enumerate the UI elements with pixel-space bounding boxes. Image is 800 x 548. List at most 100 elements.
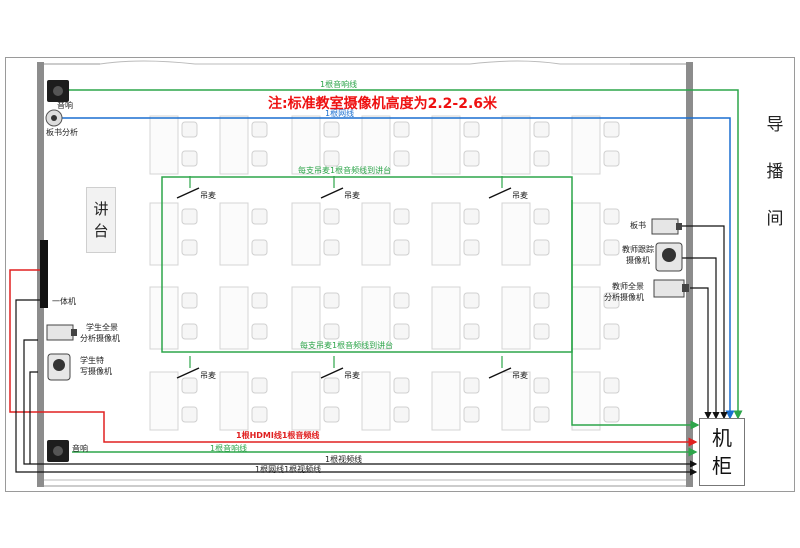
chair — [463, 239, 480, 256]
desk — [361, 286, 391, 350]
chair — [393, 323, 410, 340]
chair — [463, 377, 480, 394]
chair — [533, 377, 550, 394]
mic-icon — [176, 187, 200, 199]
chair — [463, 292, 480, 309]
cable-top-network — [62, 117, 735, 420]
chair — [323, 121, 340, 138]
cabinet-char-2: 柜 — [712, 454, 732, 478]
label-top-audio: 1根音响线 — [320, 80, 358, 89]
podium: 讲 台 — [86, 187, 116, 253]
board-camera-icon — [651, 218, 682, 235]
chair — [393, 208, 410, 225]
desk — [571, 202, 601, 266]
chair — [463, 150, 480, 167]
desk — [219, 202, 249, 266]
cable-bottom-video — [15, 299, 698, 476]
chair — [603, 208, 620, 225]
chair — [533, 292, 550, 309]
chair — [533, 150, 550, 167]
chair — [393, 239, 410, 256]
chair — [533, 121, 550, 138]
windows-top — [99, 60, 630, 65]
label-board-analysis: 板书分析 — [46, 128, 78, 137]
label-teacher-panorama-2: 分析摄像机 — [604, 293, 644, 302]
chair — [393, 121, 410, 138]
mic-label: 吊麦 — [200, 191, 216, 200]
cable-right-cameras — [682, 225, 728, 420]
desk — [361, 115, 391, 175]
label-teacher-tracking-2: 摄像机 — [626, 256, 650, 265]
chair — [323, 292, 340, 309]
desk — [219, 371, 249, 431]
label-teacher-panorama-1: 教师全景 — [612, 282, 644, 291]
desk — [501, 202, 531, 266]
desk — [291, 371, 321, 431]
desk — [501, 371, 531, 431]
chair — [181, 292, 198, 309]
chair — [533, 406, 550, 423]
chair — [393, 377, 410, 394]
chair — [393, 292, 410, 309]
desk — [431, 286, 461, 350]
chair — [251, 323, 268, 340]
label-teacher-tracking-1: 教师跟踪 — [622, 245, 654, 254]
desk — [501, 286, 531, 350]
diagram-frame — [5, 57, 795, 492]
chair — [533, 208, 550, 225]
chair — [393, 150, 410, 167]
chair — [603, 323, 620, 340]
student-panorama-camera-icon — [46, 324, 77, 341]
chair — [603, 292, 620, 309]
label-student-panorama-1: 学生全景 — [86, 323, 118, 332]
teacher-panorama-camera-icon — [653, 279, 689, 298]
label-bottom-net-video: 1根网线1根视频线 — [255, 465, 322, 474]
mic-label: 吊麦 — [512, 371, 528, 380]
label-all-in-one: 一体机 — [52, 297, 76, 306]
desk — [291, 202, 321, 266]
chair — [393, 406, 410, 423]
desk — [149, 202, 179, 266]
speaker-top — [47, 80, 69, 102]
desk — [149, 371, 179, 431]
label-board-camera: 板书 — [630, 221, 646, 230]
chair — [533, 239, 550, 256]
desk — [431, 115, 461, 175]
chair — [603, 406, 620, 423]
board-analysis-camera-icon — [45, 109, 63, 127]
cable-hdmi — [9, 269, 698, 447]
desk — [219, 115, 249, 175]
desk — [361, 371, 391, 431]
desk — [219, 286, 249, 350]
chair — [463, 208, 480, 225]
mic-icon — [176, 367, 200, 379]
chair — [463, 323, 480, 340]
podium-char-1: 讲 — [93, 200, 109, 218]
desk-grid — [149, 115, 620, 431]
label-mic-cable-bottom: 每支吊麦1根音频线到讲台 — [300, 341, 394, 350]
label-bottom-audio: 1根音响线 — [210, 444, 248, 453]
chair — [603, 239, 620, 256]
control-room-label: 导 播 间 — [760, 110, 790, 229]
label-mic-cable-top: 每支吊麦1根音频线到讲台 — [298, 166, 392, 175]
ceiling-mics — [176, 176, 512, 379]
label-student-closeup-2: 写摄像机 — [80, 367, 112, 376]
mic-icon — [488, 367, 512, 379]
mic-icon — [320, 367, 344, 379]
mic-label: 吊麦 — [344, 371, 360, 380]
teacher-tracking-camera-icon — [655, 242, 683, 272]
desk — [361, 202, 391, 266]
chair — [251, 239, 268, 256]
chair — [463, 406, 480, 423]
label-bottom-video: 1根视频线 — [325, 455, 363, 464]
chair — [533, 323, 550, 340]
chair — [251, 292, 268, 309]
chair — [181, 377, 198, 394]
chair — [251, 150, 268, 167]
label-speaker-bottom: 音响 — [72, 444, 88, 453]
chair — [251, 208, 268, 225]
chair — [463, 121, 480, 138]
mic-label: 吊麦 — [344, 191, 360, 200]
